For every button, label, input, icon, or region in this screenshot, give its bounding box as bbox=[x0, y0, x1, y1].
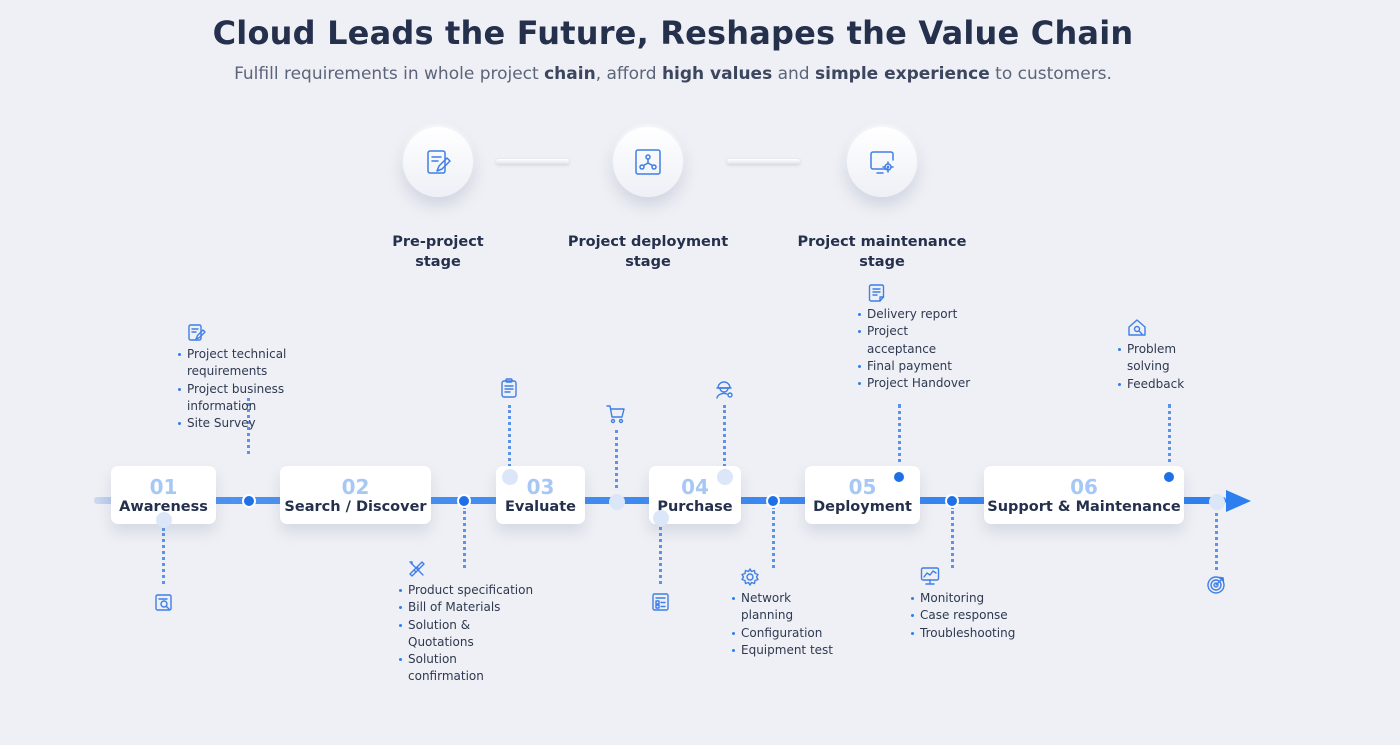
document-search-icon bbox=[155, 594, 172, 611]
form-list-icon bbox=[652, 593, 669, 611]
timeline-dot bbox=[1209, 494, 1225, 510]
timeline-dot bbox=[945, 494, 959, 508]
network-list: Network planning Configuration Equipment… bbox=[732, 590, 842, 659]
edit-document-icon bbox=[188, 324, 206, 341]
connector-line bbox=[1168, 404, 1171, 470]
house-tool-icon bbox=[1128, 319, 1146, 336]
box-anchor-dot bbox=[892, 470, 906, 484]
engineer-icon bbox=[716, 381, 733, 399]
edit-document-icon bbox=[427, 150, 451, 174]
stage-connector bbox=[496, 159, 569, 164]
page-subtitle: Fulfill requirements in whole project ch… bbox=[234, 64, 1112, 84]
timeline-dot bbox=[242, 494, 256, 508]
connector-line bbox=[1215, 506, 1218, 570]
report-icon bbox=[868, 284, 885, 302]
stage-connector bbox=[727, 159, 800, 164]
step-search-discover: 02 Search / Discover bbox=[280, 466, 431, 524]
monitoring-list: Monitoring Case response Troubleshooting bbox=[911, 590, 1031, 642]
connector-line bbox=[951, 506, 954, 568]
clipboard-icon bbox=[501, 378, 517, 398]
shopping-cart-icon bbox=[606, 405, 625, 424]
timeline-dot bbox=[609, 494, 625, 510]
connector-line bbox=[508, 405, 511, 473]
connector-line bbox=[898, 404, 901, 470]
delivery-list: Delivery report Project acceptance Final… bbox=[858, 306, 973, 392]
target-icon bbox=[1207, 576, 1225, 594]
page-title: Cloud Leads the Future, Reshapes the Val… bbox=[212, 14, 1134, 52]
connector-line bbox=[162, 528, 165, 584]
connector-line bbox=[463, 506, 466, 568]
monitor-gear-icon bbox=[870, 151, 894, 174]
box-anchor-dot bbox=[156, 512, 172, 528]
stage-deployment-circle bbox=[613, 127, 683, 197]
gear-icon bbox=[741, 568, 759, 586]
timeline-dot bbox=[457, 494, 471, 508]
timeline-dot bbox=[766, 494, 780, 508]
step-awareness: 01 Awareness bbox=[111, 466, 216, 524]
stage-pre-project-circle bbox=[403, 127, 473, 197]
connector-line bbox=[659, 522, 662, 584]
pre-requirements-list: Project technical requirements Project b… bbox=[178, 346, 353, 432]
connector-line bbox=[772, 506, 775, 568]
product-list: Product specification Bill of Materials … bbox=[399, 582, 534, 686]
ruler-pencil-icon bbox=[409, 561, 425, 577]
problem-list: Problem solving Feedback bbox=[1118, 341, 1188, 393]
monitor-chart-icon bbox=[920, 567, 940, 585]
connector-line bbox=[723, 405, 726, 473]
connector-line bbox=[615, 430, 618, 488]
step-support-maintenance: 06 Support & Maintenance bbox=[984, 466, 1184, 524]
connector-line bbox=[247, 398, 250, 454]
stage-maintenance-circle bbox=[847, 127, 917, 197]
box-anchor-dot bbox=[1162, 470, 1176, 484]
box-anchor-dot bbox=[653, 510, 669, 526]
box-anchor-dot bbox=[717, 469, 733, 485]
network-diagram-icon bbox=[635, 149, 661, 175]
timeline-arrow-icon bbox=[1226, 490, 1251, 512]
box-anchor-dot bbox=[502, 469, 518, 485]
